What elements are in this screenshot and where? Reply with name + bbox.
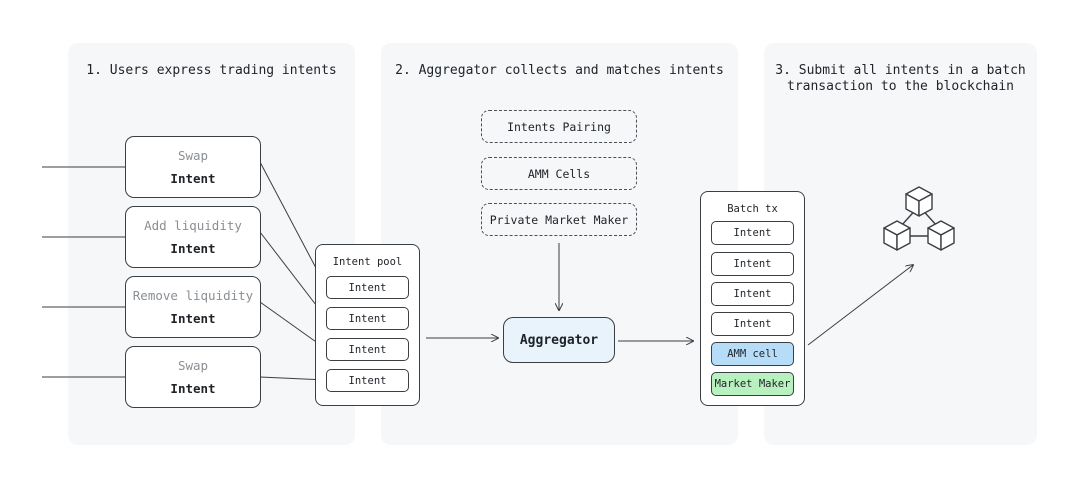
batch-tx-title: Batch tx: [727, 203, 778, 215]
batch-intent-item: Intent: [711, 282, 794, 306]
intent-kind-label: Remove liquidity: [132, 288, 254, 303]
user-intent-box: Swap Intent: [125, 136, 261, 198]
panel-3-title-line1: 3. Submit all intents in a batch: [775, 63, 1026, 78]
batch-market-maker: Market Maker: [711, 372, 794, 396]
intent-pool-title: Intent pool: [332, 256, 403, 268]
source-amm-cells: AMM Cells: [481, 157, 637, 190]
intent-kind-label: Swap: [177, 148, 209, 163]
pool-intent-item: Intent: [326, 307, 409, 330]
intent-label: Intent: [170, 381, 216, 396]
panel-2-title: 2. Aggregator collects and matches inten…: [395, 63, 724, 78]
user-intent-box: Remove liquidity Intent: [125, 276, 261, 338]
pool-intent-item: Intent: [326, 276, 409, 299]
batch-intent-item: Intent: [711, 252, 794, 276]
batch-intent-item: Intent: [711, 312, 794, 336]
intent-kind-label: Swap: [177, 358, 209, 373]
batch-amm-cell: AMM cell: [711, 342, 794, 366]
blockchain-cubes-icon: [883, 186, 955, 251]
panel-3-title-line2: transaction to the blockchain: [787, 79, 1014, 94]
source-intents-pairing: Intents Pairing: [481, 110, 637, 143]
intent-label: Intent: [170, 311, 216, 326]
panel-1-title: 1. Users express trading intents: [86, 63, 337, 78]
source-private-market-maker: Private Market Maker: [481, 203, 637, 236]
intent-kind-label: Add liquidity: [144, 218, 242, 233]
user-intent-box: Add liquidity Intent: [125, 206, 261, 268]
user-intent-box: Swap Intent: [125, 346, 261, 408]
pool-intent-item: Intent: [326, 338, 409, 361]
intent-label: Intent: [170, 171, 216, 186]
intent-label: Intent: [170, 241, 216, 256]
aggregator-box: Aggregator: [503, 317, 615, 363]
batch-intent-item: Intent: [711, 221, 794, 245]
pool-intent-item: Intent: [326, 369, 409, 392]
